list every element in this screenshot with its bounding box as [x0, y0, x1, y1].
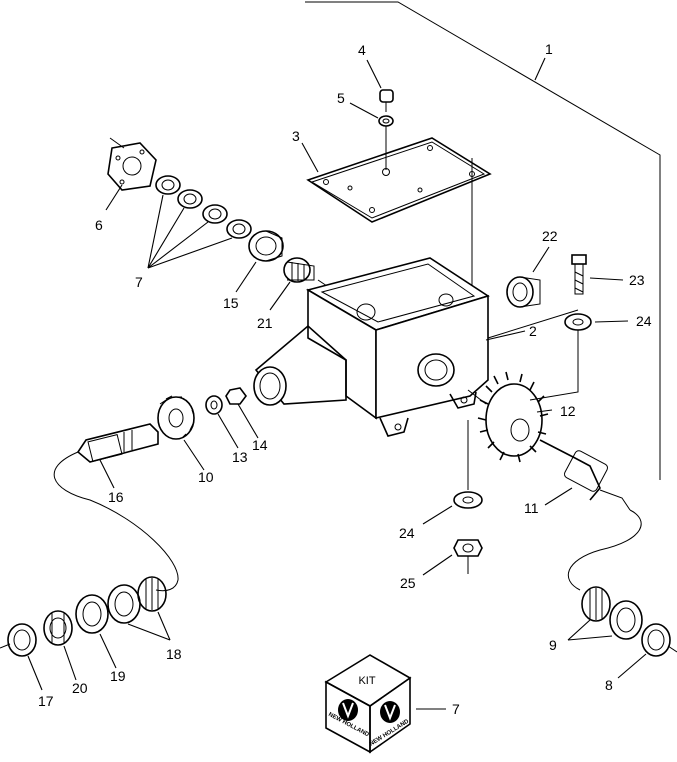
part-12-bevel-gear: [467, 371, 553, 463]
callout-21: 21: [257, 315, 273, 331]
callout-24a: 24: [636, 313, 652, 329]
callout-labels: 1 2 3 4 5 6 7 15 21 22 23 24 12 13 14 10…: [38, 41, 652, 717]
callout-1: 1: [545, 41, 553, 57]
callout-23: 23: [629, 272, 645, 288]
part-15-bearing-cup: [235, 230, 284, 293]
part-13-washer: [205, 395, 239, 449]
part-24-washer-upper: [487, 309, 629, 401]
callout-5: 5: [337, 90, 345, 106]
kit-box: KIT NEW HOLLAND NEW HOLLAND: [324, 654, 446, 754]
new-holland-logo-right: NEW HOLLAND: [369, 701, 411, 748]
part-9-bearing-set: [567, 586, 643, 641]
callout-3: 3: [292, 128, 300, 144]
part-25-nut: [422, 539, 483, 576]
callout-7b: 7: [452, 701, 460, 717]
part-5-washer: [349, 102, 394, 170]
part-3-cover-plate: [301, 137, 492, 290]
callout-17: 17: [38, 693, 54, 709]
part-16-shaft: [76, 423, 159, 489]
callout-24b: 24: [399, 525, 415, 541]
part-11-pinion-shaft: [539, 439, 631, 511]
part-21-bearing-cone: [269, 257, 331, 311]
callout-10: 10: [198, 469, 214, 485]
callout-7a: 7: [135, 274, 143, 290]
part-24-washer-lower: [422, 420, 483, 525]
part-6-flange-plate: [105, 137, 157, 211]
callout-9: 9: [549, 637, 557, 653]
part-23-bolt: [571, 254, 624, 295]
callout-19: 19: [110, 668, 126, 684]
callout-8: 8: [605, 677, 613, 693]
assembly-link-right: [568, 509, 642, 591]
callout-16: 16: [108, 489, 124, 505]
callout-2: 2: [529, 323, 537, 339]
part-17-seal: [0, 623, 43, 691]
part-8-seal: [617, 623, 677, 679]
part-18-bearing-set: [107, 576, 171, 641]
part-4-screw: [366, 59, 394, 112]
callout-14: 14: [252, 437, 268, 453]
callout-25: 25: [400, 575, 416, 591]
callout-22: 22: [542, 228, 558, 244]
callout-12: 12: [560, 403, 576, 419]
assembly-bracket: [305, 1, 661, 480]
callout-11: 11: [524, 500, 539, 516]
part-19-bearing-cup: [75, 594, 117, 669]
callout-4: 4: [358, 42, 366, 58]
part-2-gearbox-housing: [253, 257, 526, 437]
part-20-bearing-cone: [43, 610, 77, 681]
part-14-nut: [225, 387, 259, 439]
callout-13: 13: [232, 449, 248, 465]
callout-20: 20: [72, 680, 88, 696]
callout-15: 15: [223, 295, 239, 311]
part-22-bearing-cup: [506, 246, 550, 308]
kit-label: KIT: [358, 675, 375, 687]
assembly-link-left: [53, 451, 179, 592]
callout-18: 18: [166, 646, 182, 662]
callout-6: 6: [95, 217, 103, 233]
part-10-gear: [157, 395, 205, 471]
part-7-shims: [147, 175, 252, 269]
